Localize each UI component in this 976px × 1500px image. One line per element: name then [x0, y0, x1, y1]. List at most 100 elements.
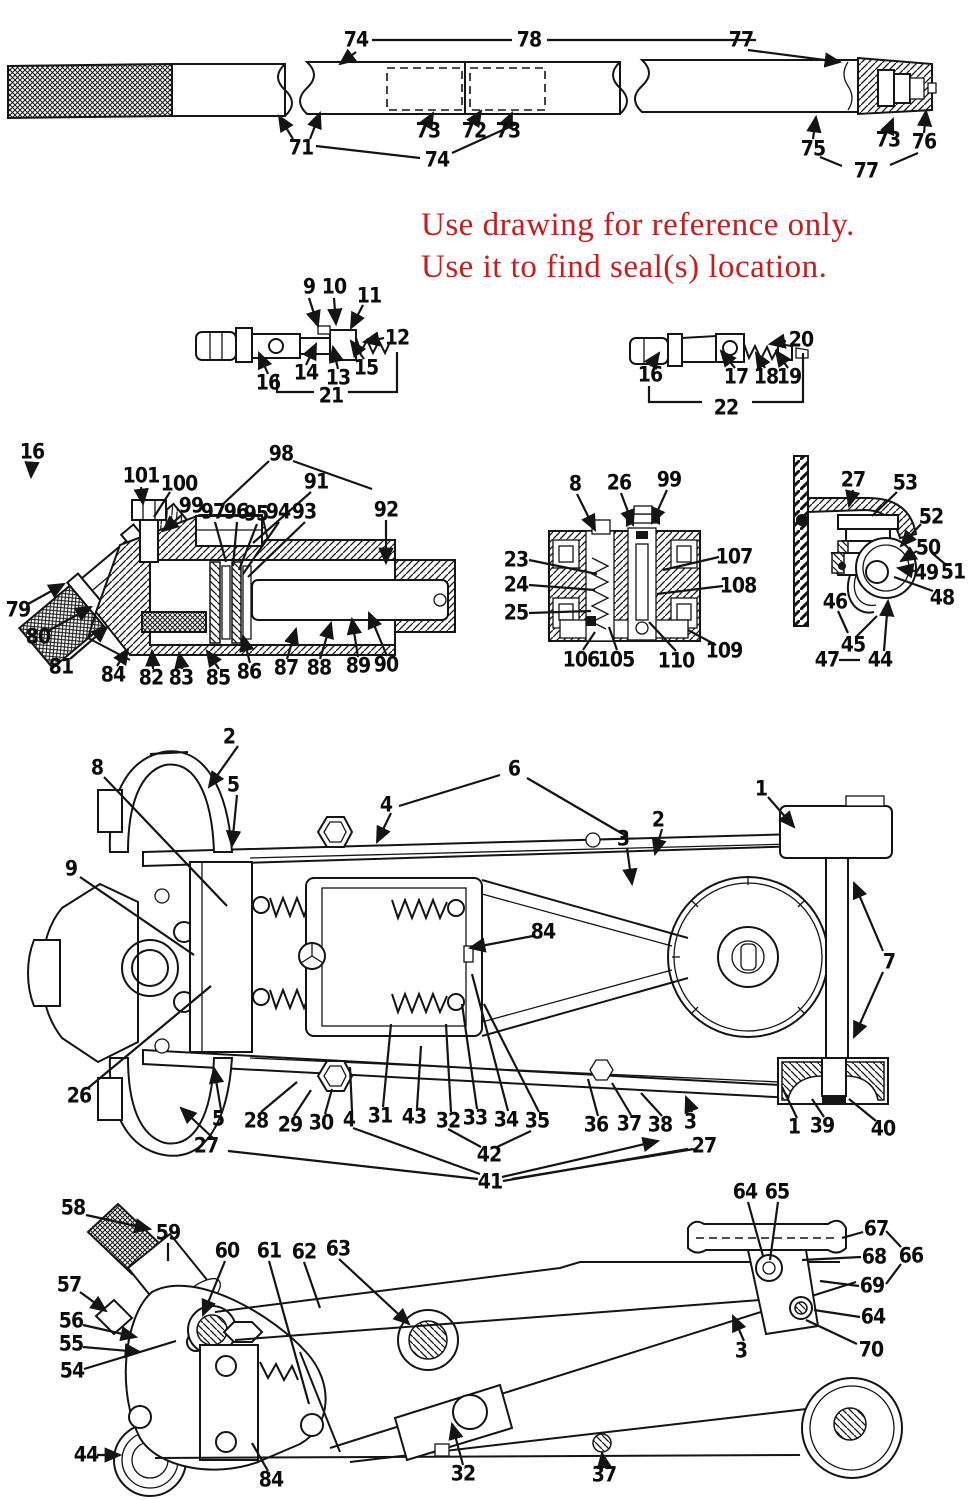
- callout-side-view-64: 64: [860, 1304, 886, 1329]
- callout-chassis-top-9: 9: [64, 856, 78, 881]
- callout-chassis-top-1: 1: [787, 1114, 801, 1139]
- callout-chassis-top-84: 84: [530, 919, 556, 944]
- callout-chassis-top-27: 27: [691, 1133, 717, 1158]
- callout-power-unit-91: 91: [303, 469, 329, 494]
- callout-power-unit-81: 81: [48, 654, 74, 679]
- callout-power-unit-79: 79: [5, 597, 31, 622]
- callout-release-rod-22-22: 22: [713, 395, 739, 420]
- callout-handle-77: 77: [853, 158, 879, 183]
- callout-power-unit-83: 83: [168, 665, 194, 690]
- callout-release-rod-21-10: 10: [321, 274, 347, 299]
- callout-caster-45: 45: [840, 632, 866, 657]
- callout-chassis-top-31: 31: [367, 1103, 393, 1128]
- callout-valve-block-8: 8: [568, 471, 582, 496]
- callout-release-rod-22-17: 17: [723, 364, 749, 389]
- callout-power-unit-84: 84: [100, 662, 126, 687]
- release-rod-22-drawing: [629, 333, 809, 367]
- callout-caster-44: 44: [867, 647, 893, 672]
- callout-release-rod-22-20: 20: [788, 327, 814, 352]
- callout-side-view-65: 65: [764, 1179, 790, 1204]
- callout-valve-block-24: 24: [503, 572, 529, 597]
- lift-arm-side-view-drawing: [86, 1202, 903, 1497]
- callout-caster-53: 53: [892, 470, 918, 495]
- callout-valve-block-26: 26: [606, 470, 632, 495]
- callout-power-unit-101: 101: [122, 463, 161, 488]
- callout-handle-73: 73: [495, 118, 521, 143]
- callout-power-unit-82: 82: [138, 665, 164, 690]
- chassis-top-view-drawing: [27, 750, 893, 1157]
- caster-drawing: [793, 455, 918, 627]
- leader-lines: [24, 38, 946, 1472]
- callout-valve-block-107: 107: [715, 544, 754, 569]
- callout-valve-block-106: 106: [562, 647, 601, 672]
- callout-handle-77: 77: [728, 27, 754, 52]
- callout-power-unit-87: 87: [273, 655, 299, 680]
- callout-valve-block-105: 105: [597, 647, 636, 672]
- callout-side-view-61: 61: [256, 1238, 282, 1263]
- callout-handle-74: 74: [343, 27, 369, 52]
- callout-side-view-66: 66: [898, 1243, 924, 1268]
- callout-chassis-top-8: 8: [90, 755, 104, 780]
- callout-caster-46: 46: [822, 589, 848, 614]
- callout-side-view-54: 54: [59, 1358, 85, 1383]
- callout-power-unit-92: 92: [373, 497, 399, 522]
- callout-chassis-top-5: 5: [226, 772, 240, 797]
- callout-release-rod-22-16: 16: [637, 362, 663, 387]
- callout-side-view-56: 56: [58, 1308, 84, 1333]
- callout-side-view-84: 84: [258, 1467, 284, 1492]
- callout-caster-47: 47: [814, 647, 840, 672]
- callout-side-view-62: 62: [291, 1239, 317, 1264]
- callout-power-unit-86: 86: [236, 659, 262, 684]
- valve-block-drawing: [548, 505, 701, 642]
- callout-valve-block-110: 110: [657, 648, 696, 673]
- callout-chassis-top-40: 40: [870, 1116, 896, 1141]
- callout-power-unit-90: 90: [373, 652, 399, 677]
- callout-side-view-57: 57: [56, 1272, 82, 1297]
- callout-valve-block-25: 25: [503, 600, 529, 625]
- callout-chassis-top-3: 3: [683, 1109, 697, 1134]
- callout-side-view-32: 32: [450, 1461, 476, 1486]
- callout-release-rod-21-13: 13: [325, 365, 351, 390]
- callout-power-unit-95: 95: [243, 501, 269, 526]
- callout-chassis-top-6: 6: [507, 756, 521, 781]
- callout-power-unit-97: 97: [200, 499, 226, 524]
- callout-chassis-top-1: 1: [754, 776, 768, 801]
- reference-note-line1: Use drawing for reference only.: [421, 207, 855, 243]
- callout-chassis-top-30: 30: [308, 1110, 334, 1135]
- callout-release-rod-21-16: 16: [255, 370, 281, 395]
- callout-chassis-top-34: 34: [493, 1107, 519, 1132]
- callout-side-view-63: 63: [325, 1236, 351, 1261]
- callout-chassis-top-39: 39: [809, 1113, 835, 1138]
- callout-chassis-top-3: 3: [616, 826, 630, 851]
- callout-power-unit-89: 89: [345, 653, 371, 678]
- callout-chassis-top-27: 27: [193, 1133, 219, 1158]
- callout-chassis-top-29: 29: [277, 1112, 303, 1137]
- callout-valve-block-23: 23: [503, 547, 529, 572]
- callout-handle-71: 71: [288, 135, 314, 160]
- callout-side-view-70: 70: [858, 1337, 884, 1362]
- callout-power-unit-88: 88: [306, 655, 332, 680]
- callout-side-view-60: 60: [214, 1238, 240, 1263]
- callout-power-unit-99: 99: [178, 493, 204, 518]
- callout-chassis-top-4: 4: [342, 1107, 356, 1132]
- callout-power-unit-16: 16: [19, 439, 45, 464]
- reference-note-line2: Use it to find seal(s) location.: [421, 249, 828, 285]
- callout-power-unit-94: 94: [265, 499, 291, 524]
- callout-side-view-37: 37: [591, 1462, 617, 1487]
- callout-valve-block-99: 99: [656, 467, 682, 492]
- callout-handle-76: 76: [911, 129, 937, 154]
- callout-caster-27: 27: [840, 467, 866, 492]
- callout-caster-52: 52: [918, 504, 944, 529]
- callout-handle-78: 78: [516, 27, 542, 52]
- callout-chassis-top-33: 33: [462, 1105, 488, 1130]
- callout-release-rod-21-15: 15: [353, 355, 379, 380]
- callout-chassis-top-42: 42: [476, 1142, 502, 1167]
- callout-release-rod-22-19: 19: [776, 364, 802, 389]
- callout-chassis-top-41: 41: [477, 1169, 503, 1194]
- callout-chassis-top-32: 32: [435, 1108, 461, 1133]
- callout-side-view-58: 58: [60, 1195, 86, 1220]
- callout-release-rod-21-9: 9: [302, 274, 316, 299]
- callout-chassis-top-2: 2: [222, 724, 236, 749]
